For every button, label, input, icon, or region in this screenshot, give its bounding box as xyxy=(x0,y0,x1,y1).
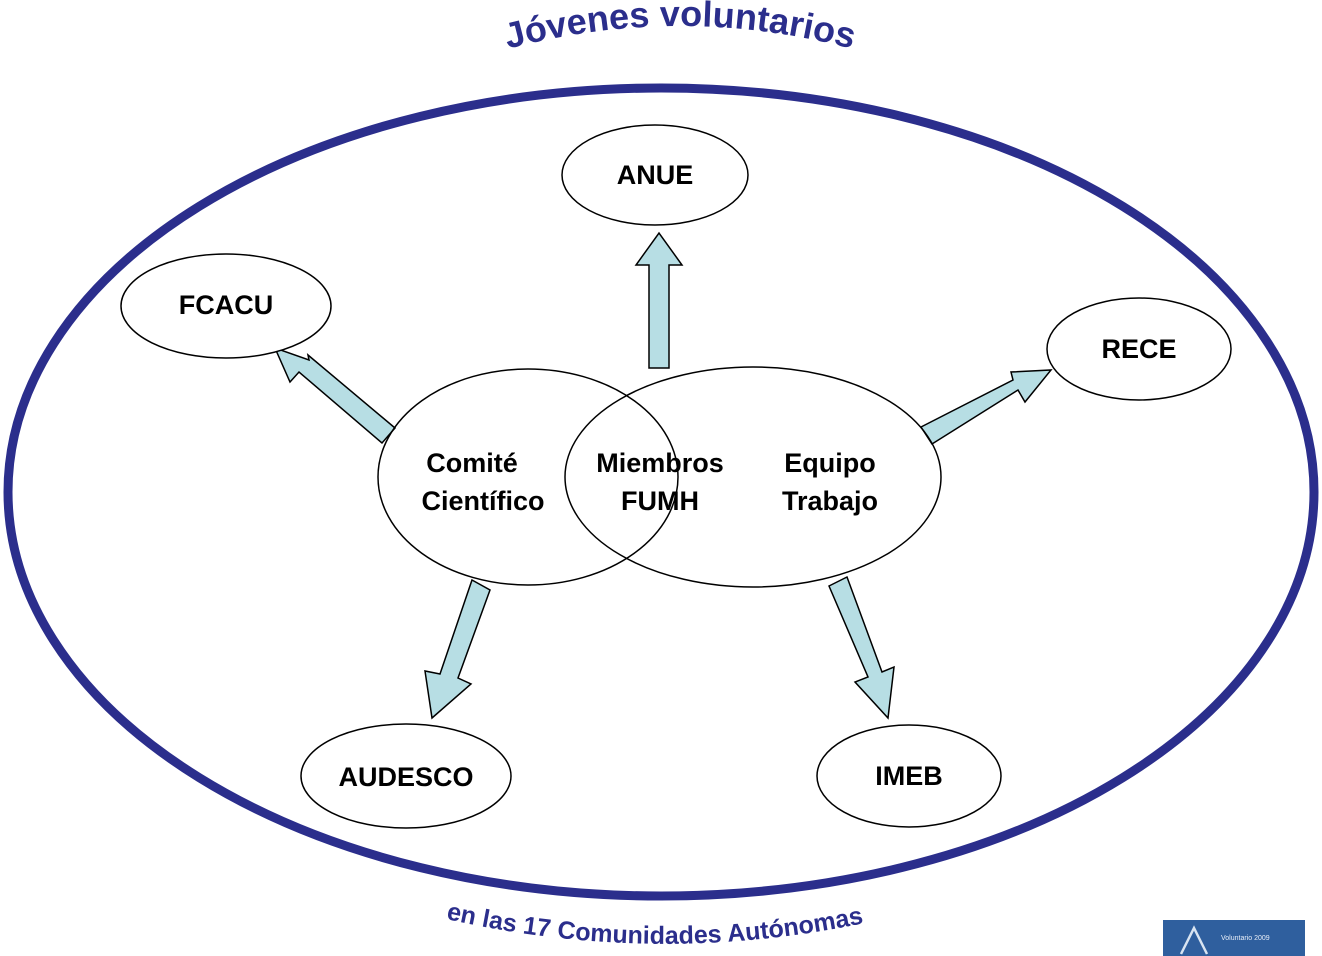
arrow-to-fcacu xyxy=(273,346,397,445)
comite-cientifico-line1: Comité xyxy=(426,448,518,478)
node-imeb-label: IMEB xyxy=(875,761,943,791)
node-fcacu-label: FCACU xyxy=(179,290,274,320)
logo-caption: Voluntario 2009 xyxy=(1221,935,1270,942)
arrow-to-audesco xyxy=(424,578,491,720)
node-fcacu: FCACU xyxy=(120,253,332,359)
arrow-to-rece xyxy=(919,369,1053,446)
node-rece-label: RECE xyxy=(1101,334,1176,364)
node-audesco: AUDESCO xyxy=(300,723,512,829)
node-audesco-label: AUDESCO xyxy=(338,762,473,792)
venn-right-ellipse xyxy=(564,366,942,588)
miembros-fumh-line2: FUMH xyxy=(621,486,699,516)
node-anue: ANUE xyxy=(561,124,749,226)
node-imeb: IMEB xyxy=(816,724,1002,828)
miembros-fumh-line1: Miembros xyxy=(596,448,724,478)
outer-ellipse xyxy=(3,83,1319,901)
central-venn: Comité Científico Miembros FUMH Equipo T… xyxy=(377,366,942,588)
arrow-to-imeb xyxy=(828,575,895,720)
equipo-trabajo-line1: Equipo xyxy=(784,448,875,478)
venn-left-ellipse xyxy=(377,368,679,586)
comite-cientifico-line2: Científico xyxy=(421,486,544,516)
pyramid-logo-icon: Voluntario 2009 xyxy=(1163,920,1305,956)
corner-logo: Voluntario 2009 xyxy=(1163,920,1305,956)
bottom-arc-caption: en las 17 Comunidades Autónomas xyxy=(445,897,866,949)
arrow-to-anue xyxy=(634,231,684,369)
top-arc-title: Jóvenes voluntarios xyxy=(500,0,860,57)
equipo-trabajo-line2: Trabajo xyxy=(782,486,878,516)
node-rece: RECE xyxy=(1046,297,1232,401)
node-anue-label: ANUE xyxy=(617,160,694,190)
